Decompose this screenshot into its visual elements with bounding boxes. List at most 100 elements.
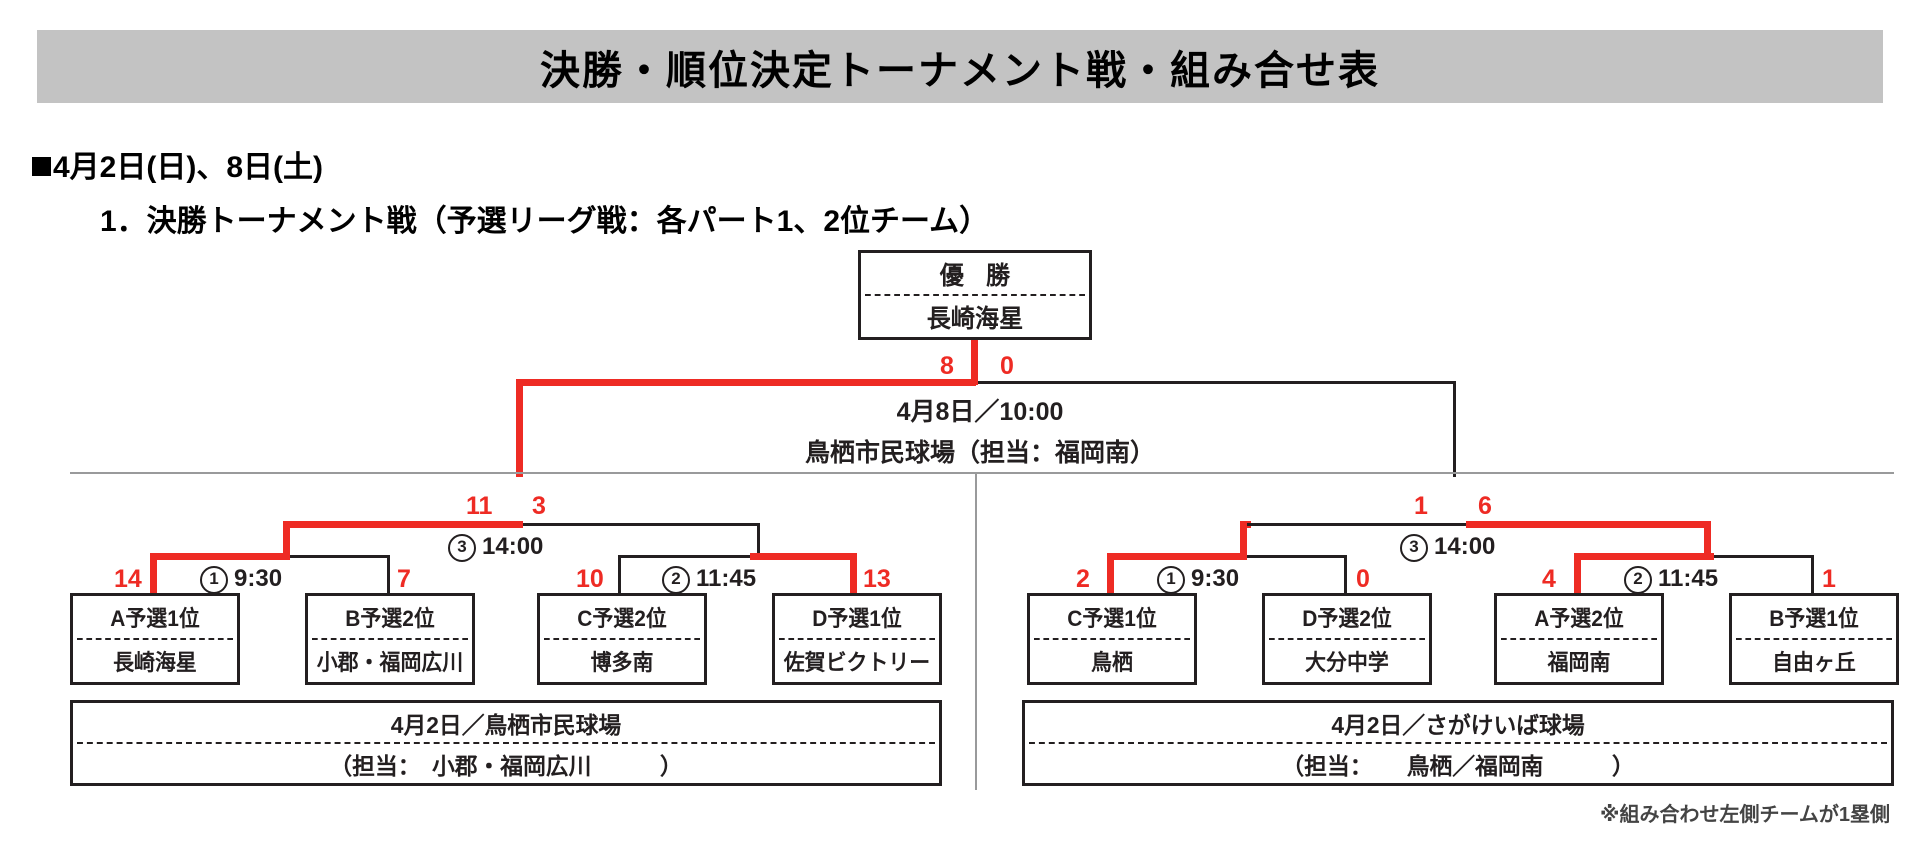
qf4-time: 11:45 — [1658, 565, 1719, 592]
sf-right-bar-right — [1466, 521, 1711, 528]
sf-right-leg-left — [1240, 521, 1247, 553]
qf1-bar-right — [290, 555, 390, 558]
team-name: 自由ヶ丘 — [1772, 650, 1856, 675]
team-box: C予選1位 鳥栖 — [1027, 593, 1197, 685]
qf4-leg-left — [1574, 553, 1581, 595]
qf3-time: 9:30 — [1191, 565, 1240, 592]
page-title: 決勝・順位決定トーナメント戦・組み合せ表 — [540, 48, 1380, 93]
heading-subtitle: 1．決勝トーナメント戦（予選リーグ戦：各パート1、2位チーム） — [100, 205, 990, 238]
champion-label: 優 勝 — [865, 253, 1085, 296]
section-divider-vertical — [975, 474, 977, 790]
qf1-leg-right — [387, 555, 390, 595]
sf-left-bar-left — [283, 521, 523, 528]
sf-left-bar-right — [523, 523, 760, 526]
venue-box: 4月2日／鳥栖市民球場 （担当： 小郡・福岡広川 ） — [70, 700, 942, 786]
sf-left-time: 14:00 — [482, 533, 544, 560]
heading-dates: 4月2日(日)、8日(土) — [32, 142, 323, 186]
final-leg-right — [1453, 381, 1456, 477]
sf-right-score-right: 6 — [1478, 492, 1492, 520]
qf4-bar-right — [1714, 555, 1814, 558]
qf3-bar-right — [1247, 555, 1347, 558]
heading-dates-text: 4月2日(日)、8日(土) — [53, 151, 324, 184]
final-venue: 鳥栖市民球場（担当：福岡南） — [804, 439, 1155, 467]
qf2-time: 11:45 — [696, 565, 757, 592]
section-divider-horizontal — [70, 472, 1894, 474]
team-name: 鳥栖 — [1091, 650, 1133, 675]
team-seed: B予選2位 — [312, 596, 468, 640]
qf4-bar-left — [1574, 553, 1714, 560]
venue-box: 4月2日／さがけいば球場 （担当： 鳥栖／福岡南 ） — [1022, 700, 1894, 786]
qf2-score-left: 10 — [576, 565, 604, 593]
qf1-time: 9:30 — [234, 565, 283, 592]
sf-right-time: 14:00 — [1434, 533, 1496, 560]
qf3-leg-left — [1107, 553, 1114, 595]
sf-left-score-left: 11 — [466, 492, 493, 520]
qf3-bar-left — [1107, 553, 1247, 560]
final-score-left: 8 — [940, 352, 954, 380]
title-banner: 決勝・順位決定トーナメント戦・組み合せ表 — [37, 30, 1883, 103]
team-box: B予選2位 小郡・福岡広川 — [305, 593, 475, 685]
team-name: 福岡南 — [1547, 650, 1611, 675]
venue-staff: （担当： 鳥栖／福岡南 ） — [1281, 752, 1635, 779]
qf1-score-left: 14 — [114, 565, 142, 593]
final-date: 4月8日／10:00 — [896, 398, 1064, 426]
sf-right-leg-right — [1704, 521, 1711, 553]
team-box: C予選2位 博多南 — [537, 593, 707, 685]
qf3-score-left: 2 — [1076, 565, 1090, 593]
team-name: 長崎海星 — [113, 650, 197, 675]
qf2-bar-right — [750, 553, 857, 560]
team-seed: C予選2位 — [544, 596, 700, 640]
final-bar-left — [516, 379, 976, 386]
sf-left-score-right: 3 — [532, 492, 546, 520]
final-bar-right — [978, 381, 1456, 384]
qf1-leg-left — [150, 553, 157, 595]
qf2-leg-right — [850, 553, 857, 595]
qf4-score-right: 1 — [1822, 565, 1836, 593]
team-name: 佐賀ビクトリー — [783, 650, 931, 675]
footnote: ※組み合わせ左側チームが1塁側 — [1600, 804, 1890, 826]
team-seed: A予選2位 — [1501, 596, 1657, 640]
match-number-circle: 1 — [200, 566, 228, 594]
match-number-circle: 1 — [1157, 566, 1185, 594]
team-name: 小郡・福岡広川 — [316, 650, 464, 675]
team-seed: D予選2位 — [1269, 596, 1425, 640]
venue-staff: （担当： 小郡・福岡広川 ） — [329, 752, 683, 779]
team-seed: B予選1位 — [1736, 596, 1892, 640]
qf1-bar-left — [150, 553, 290, 560]
qf3-leg-right — [1344, 555, 1347, 595]
final-leg-left — [516, 379, 523, 477]
qf2-score-right: 13 — [863, 565, 891, 593]
venue-date-place: 4月2日／鳥栖市民球場 — [77, 703, 935, 744]
match-number-circle: 2 — [1624, 566, 1652, 594]
sf-right-score-left: 1 — [1414, 492, 1428, 520]
match-number-circle: 2 — [662, 566, 690, 594]
sf-left-leg-right — [757, 523, 760, 553]
sf-right-bar-left — [1240, 521, 1251, 528]
qf4-leg-right — [1811, 555, 1814, 595]
team-seed: C予選1位 — [1034, 596, 1190, 640]
sf-right-bar-mid — [1247, 523, 1474, 526]
team-seed: D予選1位 — [779, 596, 935, 640]
team-seed: A予選1位 — [77, 596, 233, 640]
venue-date-place: 4月2日／さがけいば球場 — [1029, 703, 1887, 744]
team-box: A予選2位 福岡南 — [1494, 593, 1664, 685]
qf2-bar-left — [618, 555, 757, 558]
square-bullet-icon — [32, 157, 51, 176]
qf1-score-right: 7 — [397, 565, 411, 593]
qf4-score-left: 4 — [1542, 565, 1556, 593]
qf2-leg-left — [618, 555, 621, 595]
team-box: D予選2位 大分中学 — [1262, 593, 1432, 685]
qf3-score-right: 0 — [1356, 565, 1370, 593]
final-score-right: 0 — [1000, 352, 1014, 380]
team-name: 大分中学 — [1305, 650, 1389, 675]
team-box: A予選1位 長崎海星 — [70, 593, 240, 685]
match-number-circle: 3 — [448, 534, 476, 562]
sf-left-leg-left — [283, 521, 290, 553]
